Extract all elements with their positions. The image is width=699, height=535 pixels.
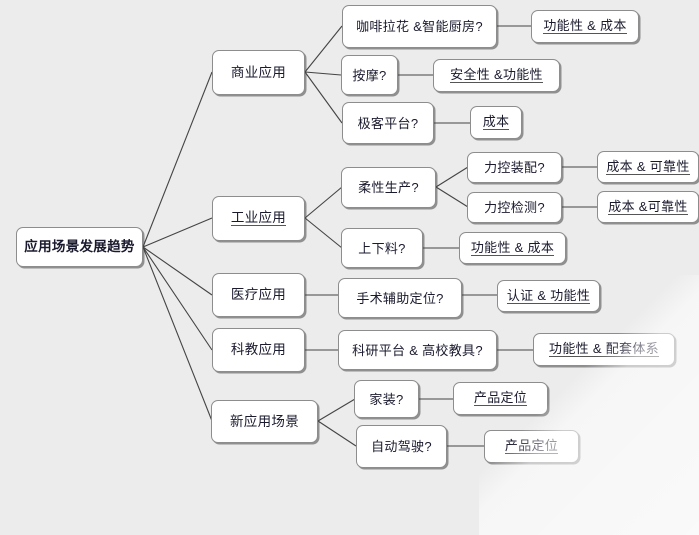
link-industrial-flexible bbox=[304, 186, 343, 219]
mindmap-canvas: 应用场景发展趋势 商业应用 工业应用 医疗应用 科教应用 新应用场景 咖啡拉花 … bbox=[16, 5, 699, 535]
node-loading-unloading[interactable]: 上下料? bbox=[341, 228, 423, 268]
node-loading-unloading-label: 上下料? bbox=[358, 240, 406, 256]
node-massage-label: 按摩? bbox=[352, 67, 387, 83]
node-root[interactable]: 应用场景发展趋势 bbox=[16, 227, 143, 267]
node-massage[interactable]: 按摩? bbox=[341, 55, 398, 95]
node-research-teaching[interactable]: 科研平台 & 高校教具? bbox=[338, 330, 497, 370]
node-certification-function-label: 认证 & 功能性 bbox=[506, 287, 591, 304]
node-coffee-kitchen-label: 咖啡拉花 &智能厨房? bbox=[356, 19, 483, 34]
node-function-cost-b[interactable]: 功能性 & 成本 bbox=[459, 232, 566, 264]
node-new-scenarios-label: 新应用场景 bbox=[230, 413, 299, 429]
node-cost-label: 成本 bbox=[482, 114, 510, 130]
node-autonomous-driving[interactable]: 自动驾驶? bbox=[356, 425, 447, 468]
node-geek-platform-label: 极客平台? bbox=[357, 115, 419, 131]
node-industrial-application[interactable]: 工业应用 bbox=[212, 196, 305, 241]
node-product-positioning-a-label: 产品定位 bbox=[473, 390, 528, 406]
node-surgery-positioning-label: 手术辅助定位? bbox=[356, 290, 444, 306]
link-flexible-inspection bbox=[435, 186, 469, 208]
node-function-cost-b-label: 功能性 & 成本 bbox=[470, 239, 555, 256]
node-education-application[interactable]: 科教应用 bbox=[212, 328, 305, 372]
node-function-cost-a-label: 功能性 & 成本 bbox=[543, 18, 627, 34]
node-geek-platform[interactable]: 极客平台? bbox=[342, 102, 434, 144]
node-autonomous-driving-label: 自动驾驶? bbox=[371, 439, 432, 454]
node-cost-reliability-b-label: 成本 &可靠性 bbox=[608, 198, 688, 215]
node-product-positioning-b[interactable]: 产品定位 bbox=[484, 430, 579, 463]
node-force-assembly-label: 力控装配? bbox=[484, 160, 545, 175]
node-function-support[interactable]: 功能性 & 配套体系 bbox=[533, 333, 675, 366]
node-function-support-label: 功能性 & 配套体系 bbox=[549, 341, 659, 357]
node-industrial-application-label: 工业应用 bbox=[230, 209, 287, 227]
node-product-positioning-b-label: 产品定位 bbox=[504, 438, 559, 454]
node-new-scenarios[interactable]: 新应用场景 bbox=[211, 400, 318, 443]
link-root-new bbox=[142, 246, 213, 422]
node-medical-application-label: 医疗应用 bbox=[230, 287, 287, 303]
node-research-teaching-label: 科研平台 & 高校教具? bbox=[352, 342, 483, 358]
link-business-massage bbox=[304, 71, 342, 76]
node-product-positioning-a[interactable]: 产品定位 bbox=[453, 382, 548, 415]
link-root-education bbox=[142, 246, 213, 351]
node-flexible-production-label: 柔性生产? bbox=[358, 180, 419, 195]
node-cost-reliability-a[interactable]: 成本 & 可靠性 bbox=[597, 151, 699, 183]
node-force-assembly[interactable]: 力控装配? bbox=[467, 152, 562, 183]
node-business-application-label: 商业应用 bbox=[230, 64, 287, 80]
link-root-medical bbox=[142, 246, 213, 296]
node-surgery-positioning[interactable]: 手术辅助定位? bbox=[338, 278, 462, 318]
link-business-geek bbox=[304, 71, 343, 124]
node-function-cost-a[interactable]: 功能性 & 成本 bbox=[531, 10, 639, 43]
node-cost-reliability-a-label: 成本 & 可靠性 bbox=[606, 158, 690, 175]
node-education-application-label: 科教应用 bbox=[230, 342, 287, 358]
node-safety-function[interactable]: 安全性 &功能性 bbox=[433, 59, 560, 92]
node-medical-application[interactable]: 医疗应用 bbox=[212, 273, 305, 317]
node-certification-function[interactable]: 认证 & 功能性 bbox=[497, 280, 600, 312]
node-force-inspection-label: 力控检测? bbox=[484, 200, 545, 215]
link-flexible-assembly bbox=[435, 166, 469, 188]
node-force-inspection[interactable]: 力控检测? bbox=[467, 192, 562, 223]
link-new-home bbox=[317, 398, 356, 422]
link-industrial-loading bbox=[304, 217, 343, 249]
link-root-business bbox=[142, 71, 213, 248]
node-safety-function-label: 安全性 &功能性 bbox=[450, 67, 543, 83]
link-new-driving bbox=[317, 420, 357, 447]
node-business-application[interactable]: 商业应用 bbox=[212, 50, 305, 95]
link-root-industrial bbox=[142, 217, 213, 248]
link-business-coffee bbox=[304, 25, 343, 73]
node-coffee-kitchen[interactable]: 咖啡拉花 &智能厨房? bbox=[342, 5, 497, 48]
node-cost[interactable]: 成本 bbox=[470, 106, 522, 139]
node-root-label: 应用场景发展趋势 bbox=[24, 239, 135, 255]
node-home-decoration-label: 家装? bbox=[369, 391, 404, 407]
node-home-decoration[interactable]: 家装? bbox=[354, 380, 419, 418]
node-flexible-production[interactable]: 柔性生产? bbox=[341, 167, 436, 208]
node-cost-reliability-b[interactable]: 成本 &可靠性 bbox=[597, 191, 699, 223]
